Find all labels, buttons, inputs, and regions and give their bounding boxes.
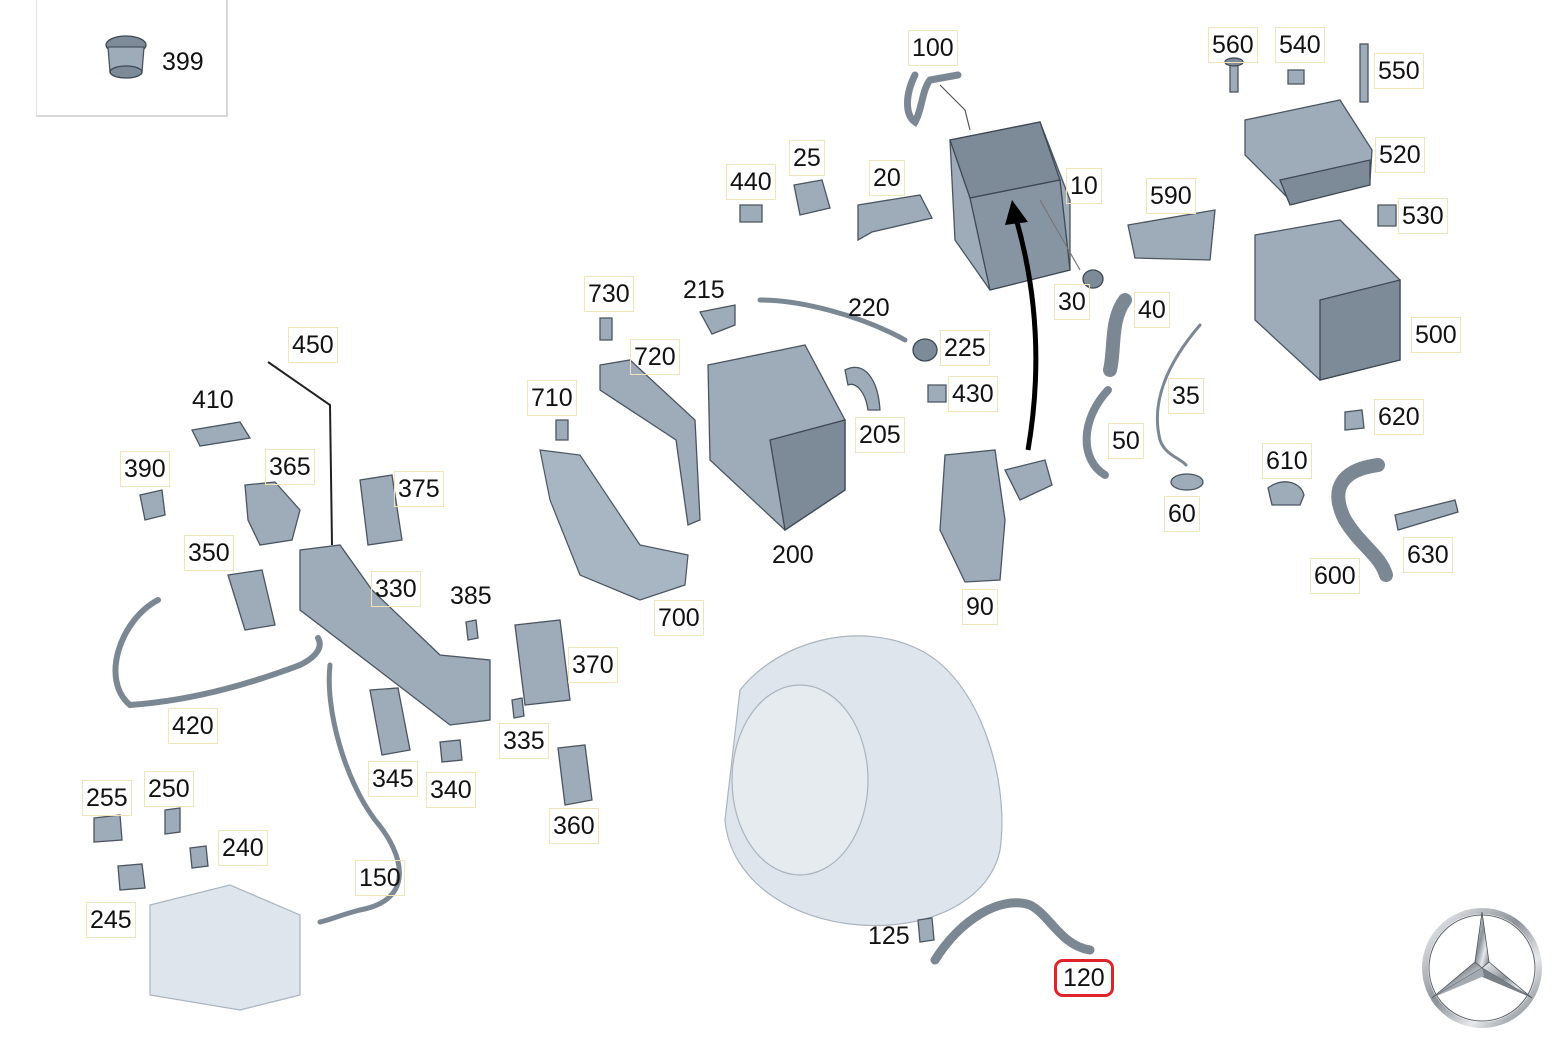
part-200-battery-graphic — [707, 344, 846, 532]
callout-35[interactable]: 35 — [1168, 378, 1204, 414]
left-cluster-parts-graphics — [93, 421, 593, 925]
assembly-arrowhead-graphic — [1005, 200, 1028, 225]
callout-410[interactable]: 410 — [192, 386, 234, 414]
parts-215-220-225-430-205-graphics — [699, 297, 947, 411]
callout-530[interactable]: 530 — [1398, 198, 1448, 234]
parts-730-720-710-700-graphics — [539, 317, 701, 601]
callout-30[interactable]: 30 — [1054, 284, 1090, 320]
callout-375[interactable]: 375 — [394, 471, 444, 507]
callout-540[interactable]: 540 — [1275, 27, 1325, 63]
callout-370[interactable]: 370 — [568, 647, 618, 683]
callout-430[interactable]: 430 — [948, 376, 998, 412]
callout-335[interactable]: 335 — [499, 723, 549, 759]
callout-25[interactable]: 25 — [789, 140, 825, 176]
callout-520[interactable]: 520 — [1375, 137, 1425, 173]
callout-360[interactable]: 360 — [549, 808, 599, 844]
part-90-distribution-unit-graphic — [939, 449, 1053, 583]
callout-420[interactable]: 420 — [168, 708, 218, 744]
callout-610[interactable]: 610 — [1262, 443, 1312, 479]
callout-450[interactable]: 450 — [288, 327, 338, 363]
part-450-leader-line-graphic — [267, 361, 333, 546]
alternator-ghost-graphic — [724, 635, 1003, 927]
callout-385[interactable]: 385 — [450, 582, 492, 610]
callout-620[interactable]: 620 — [1374, 399, 1424, 435]
parts-620-610-600-630-graphics — [1267, 409, 1459, 582]
callout-125[interactable]: 125 — [868, 922, 910, 950]
callout-330[interactable]: 330 — [371, 571, 421, 607]
assembly-arrow-graphic — [1012, 214, 1039, 451]
part-500-battery-box-graphic — [1254, 219, 1401, 381]
callout-720[interactable]: 720 — [630, 339, 680, 375]
callout-350[interactable]: 350 — [184, 535, 234, 571]
inset-frame — [36, 0, 228, 117]
callout-250[interactable]: 250 — [144, 771, 194, 807]
parts-125-120-graphics — [917, 898, 1095, 965]
callout-20[interactable]: 20 — [869, 160, 905, 196]
callout-710[interactable]: 710 — [527, 380, 577, 416]
callout-500[interactable]: 500 — [1411, 317, 1461, 353]
part-590-bracket-graphic — [1127, 209, 1216, 261]
callout-50[interactable]: 50 — [1108, 423, 1144, 459]
parts-25-440-20-graphics — [739, 179, 933, 242]
callout-200[interactable]: 200 — [772, 541, 814, 569]
callout-240[interactable]: 240 — [218, 830, 268, 866]
callout-100[interactable]: 100 — [908, 30, 958, 66]
callout-245[interactable]: 245 — [86, 902, 136, 938]
callout-345[interactable]: 345 — [368, 761, 418, 797]
parts-30-40-35-50-60-graphics — [1082, 269, 1204, 491]
callout-215[interactable]: 215 — [683, 276, 725, 304]
callout-730[interactable]: 730 — [584, 276, 634, 312]
callout-550[interactable]: 550 — [1374, 53, 1424, 89]
callout-40[interactable]: 40 — [1134, 292, 1170, 328]
callout-60[interactable]: 60 — [1164, 496, 1200, 532]
callout-440[interactable]: 440 — [726, 164, 776, 200]
starter-motor-ghost-graphic — [149, 884, 301, 1011]
callout-150[interactable]: 150 — [355, 860, 405, 896]
callout-390[interactable]: 390 — [120, 451, 170, 487]
part-100-cable-graphic — [904, 71, 971, 131]
callout-399[interactable]: 399 — [162, 48, 204, 76]
part-10-battery-graphic — [949, 121, 1081, 291]
callout-700[interactable]: 700 — [654, 600, 704, 636]
three-pointed-star-logo-icon — [1422, 908, 1542, 1028]
callout-10[interactable]: 10 — [1066, 168, 1102, 204]
callout-220[interactable]: 220 — [848, 294, 890, 322]
callout-365[interactable]: 365 — [265, 449, 315, 485]
callout-340[interactable]: 340 — [426, 772, 476, 808]
callout-560[interactable]: 560 — [1208, 27, 1258, 63]
callout-255[interactable]: 255 — [82, 780, 132, 816]
callout-600[interactable]: 600 — [1310, 558, 1360, 594]
callout-590[interactable]: 590 — [1146, 178, 1196, 214]
part-520-control-unit-graphic — [1244, 99, 1373, 206]
callout-120-selected[interactable]: 120 — [1054, 959, 1114, 997]
callout-90[interactable]: 90 — [962, 589, 998, 625]
callout-205[interactable]: 205 — [855, 417, 905, 453]
callout-225[interactable]: 225 — [940, 330, 990, 366]
callout-630[interactable]: 630 — [1403, 537, 1453, 573]
part-399-plug-graphic — [105, 35, 147, 79]
